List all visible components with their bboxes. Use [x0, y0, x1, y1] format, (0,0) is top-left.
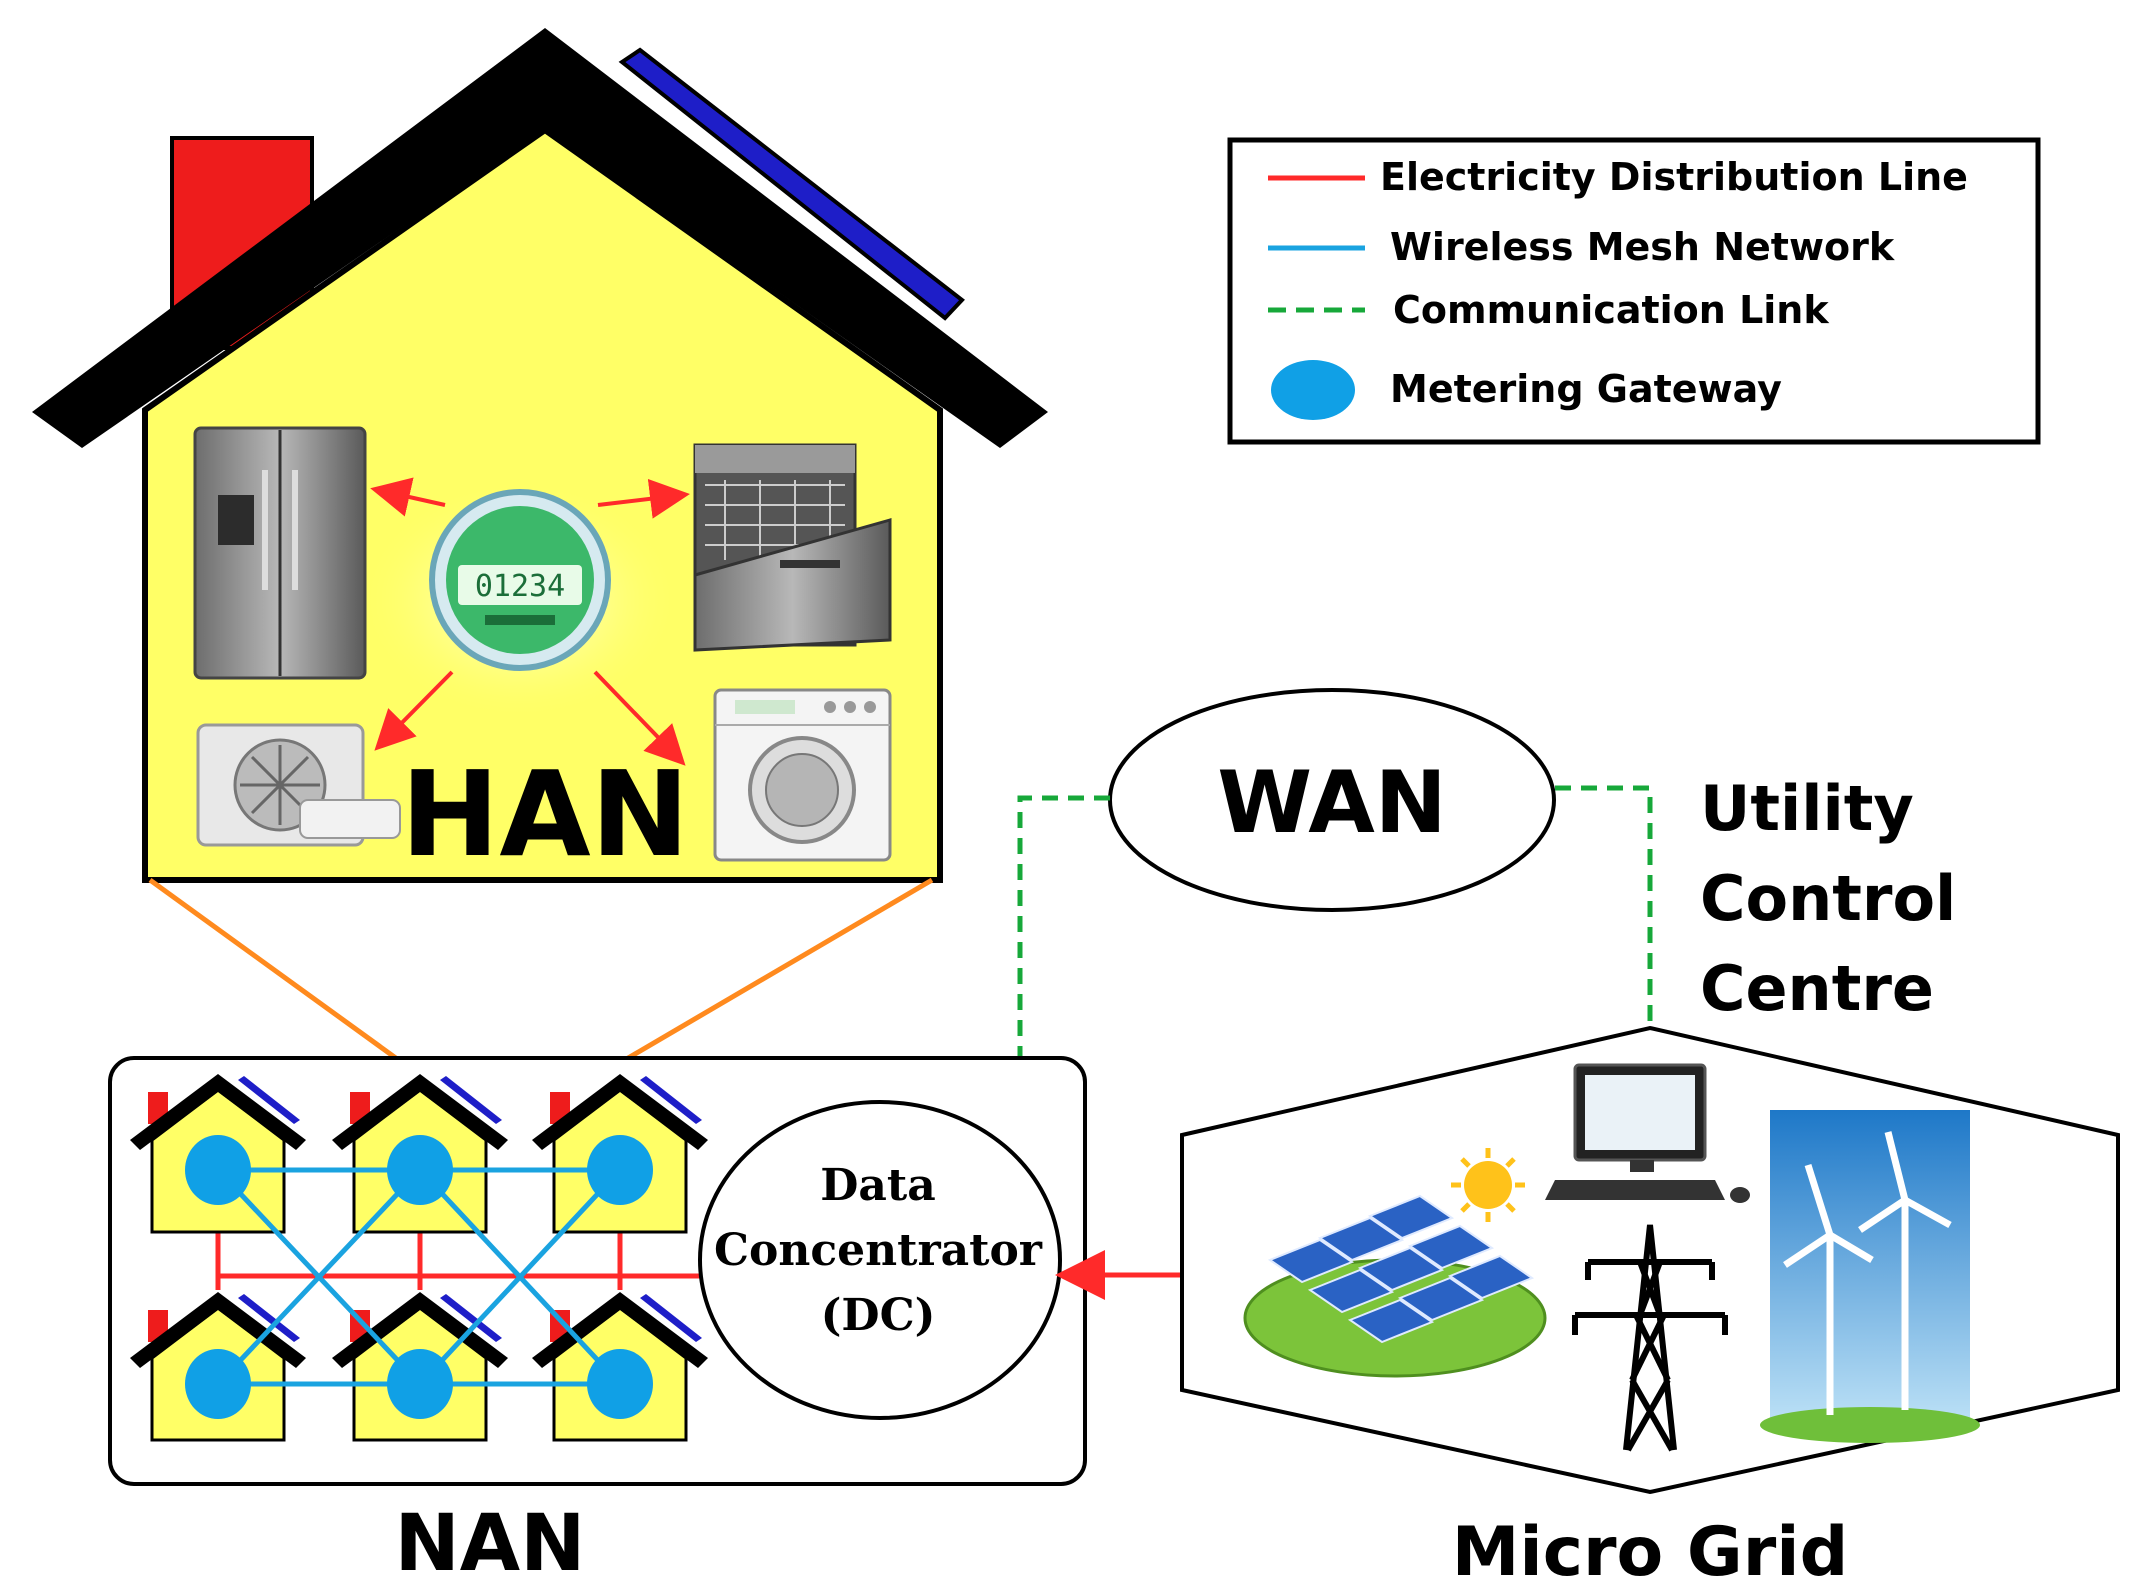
wind-turbine-icon	[1760, 1110, 1980, 1443]
han-power-arrows	[370, 477, 690, 766]
smart-meter-icon: 01234	[429, 489, 611, 671]
metering-gateway	[185, 1135, 251, 1205]
nan-label: NAN	[395, 1499, 586, 1589]
legend-item-distribution: Electricity Distribution Line	[1268, 155, 1968, 199]
utility-line-1: Utility	[1700, 772, 1914, 845]
solar-roof-panel	[618, 47, 965, 321]
communication-links	[1017, 785, 1653, 1145]
dc-line-3: (DC)	[821, 1290, 936, 1341]
micro-grid-label: Micro Grid	[1452, 1513, 1849, 1589]
air-conditioner-icon	[196, 723, 401, 847]
han-house: 01234 HAN	[32, 28, 1048, 883]
legend-label: Communication Link	[1393, 288, 1829, 332]
legend-label: Electricity Distribution Line	[1380, 155, 1968, 199]
utility-line-3: Centre	[1700, 952, 1934, 1025]
nan-distribution-lines	[215, 1232, 710, 1290]
dc-line-1: Data	[820, 1160, 936, 1211]
nan-mesh-links	[216, 1167, 622, 1387]
computer-icon	[1545, 1063, 1750, 1203]
metering-gateway	[185, 1349, 251, 1419]
nan-network: Data Concentrator (DC) NAN	[108, 1056, 1087, 1589]
transmission-tower-icon	[1572, 1224, 1728, 1452]
legend-item-mesh: Wireless Mesh Network	[1268, 225, 1895, 269]
metering-gateway	[387, 1135, 453, 1205]
legend-item-gateway: Metering Gateway	[1271, 360, 1782, 420]
wan-label: WAN	[1217, 753, 1447, 853]
dc-line-2: Concentrator	[714, 1225, 1043, 1276]
sun-icon	[1451, 1148, 1525, 1222]
washing-machine-icon	[713, 688, 892, 862]
metering-gateway	[587, 1135, 653, 1205]
metering-gateway	[587, 1349, 653, 1419]
meter-reading: 01234	[475, 569, 565, 604]
fridge-icon	[193, 426, 367, 680]
metering-gateway	[387, 1349, 453, 1419]
wan-network: WAN	[1108, 688, 1556, 912]
legend-label: Metering Gateway	[1390, 367, 1782, 411]
micro-grid: Micro Grid	[1180, 1025, 2120, 1589]
solar-farm-icon	[1243, 1194, 1547, 1378]
legend-item-comm: Communication Link	[1268, 288, 1829, 332]
utility-line-2: Control	[1700, 862, 1956, 935]
han-label: HAN	[401, 745, 690, 883]
legend-label: Wireless Mesh Network	[1390, 225, 1895, 269]
dishwasher-icon	[693, 443, 892, 652]
legend-box	[1227, 137, 2041, 445]
utility-control-centre: Utility Control Centre	[1700, 772, 1956, 1025]
legend: Electricity Distribution Line Wireless M…	[1227, 137, 2041, 445]
han-roof	[32, 28, 1048, 448]
